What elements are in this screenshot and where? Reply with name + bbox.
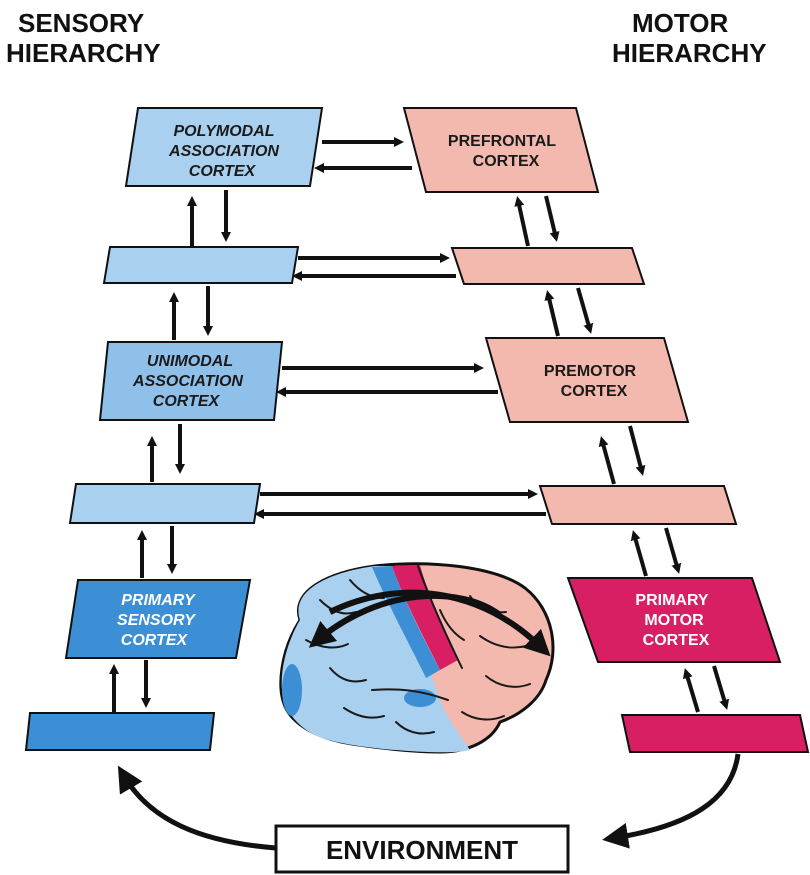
prefrontal-label-1: PREFRONTAL [448, 133, 556, 150]
brain-sulcus-3 [329, 667, 367, 683]
sensory-hierarchy-header: SENSORY HIERARCHY [6, 8, 161, 68]
primary-motor-label-3: CORTEX [643, 632, 710, 649]
brain-arrow-back-to-front [328, 589, 551, 657]
primary-sensory-cortex-box [64, 579, 252, 659]
primary-motor-label-1: PRIMARY [635, 592, 709, 609]
arrow-motor-down-2 [576, 287, 594, 334]
arrow-environment-to-sensory [117, 765, 277, 851]
brain-sulcus-5 [395, 721, 435, 735]
sensory-intermediate-box-upper [102, 246, 300, 284]
premotor-cortex-box [484, 337, 690, 423]
polymodal-label-3: CORTEX [189, 163, 257, 180]
premotor-label-2: CORTEX [561, 383, 628, 400]
brain-sulcus-1 [319, 599, 357, 615]
arrow-motor-down-4 [664, 527, 682, 574]
brain-sulcus-10 [439, 609, 465, 641]
environment-label: ENVIRONMENT [326, 835, 518, 865]
unimodal-association-cortex-box [98, 341, 284, 421]
brain-visual-area [282, 664, 302, 716]
primary-sensory-label-1: PRIMARY [121, 592, 196, 609]
brain-illustration [279, 562, 555, 754]
brain-sulcus-9 [461, 711, 505, 721]
primary-sensory-label-2: SENSORY [117, 612, 196, 629]
polymodal-label-2: ASSOCIATION [168, 143, 279, 160]
arrow-motor-up-2 [544, 290, 560, 337]
primary-motor-cortex-box [566, 577, 782, 663]
premotor-label-1: PREMOTOR [544, 363, 637, 380]
motor-hierarchy-header: MOTOR HIERARCHY [612, 8, 767, 68]
brain-sulcus-8 [485, 675, 531, 688]
arrow-motor-down-5 [712, 665, 730, 710]
unimodal-label-2: ASSOCIATION [132, 373, 243, 390]
arrow-motor-up-3 [598, 436, 616, 485]
arrow-motor-up-4 [630, 530, 648, 577]
motor-effector-box [620, 714, 810, 753]
brain-lateral-sulcus [371, 688, 449, 701]
primary-sensory-label-3: CORTEX [121, 632, 189, 649]
sensory-intermediate-box-lower [68, 483, 262, 524]
arrow-motor-down-1 [544, 195, 560, 242]
sensory-header-line2: HIERARCHY [6, 38, 161, 68]
arrow-motor-to-environment [602, 753, 741, 849]
prefrontal-label-2: CORTEX [473, 153, 540, 170]
brain-sulcus-4 [343, 707, 385, 719]
motor-intermediate-box-upper [450, 247, 646, 285]
environment-box-frame [274, 824, 570, 874]
arrow-motor-up-1 [514, 196, 530, 247]
arrow-motor-up-5 [682, 668, 700, 713]
motor-intermediate-box-lower [538, 485, 738, 525]
environment-box: ENVIRONMENT [274, 824, 570, 874]
unimodal-label-3: CORTEX [153, 393, 221, 410]
primary-motor-label-2: MOTOR [644, 612, 704, 629]
motor-header-line2: HIERARCHY [612, 38, 767, 68]
polymodal-label-1: POLYMODAL [173, 123, 274, 140]
motor-header-line1: MOTOR [632, 8, 729, 38]
arrow-motor-down-3 [628, 425, 646, 476]
brain-sulcus-7 [479, 635, 527, 649]
polymodal-association-cortex-box [124, 107, 324, 187]
sensory-header-line1: SENSORY [18, 8, 144, 38]
unimodal-label-1: UNIMODAL [147, 353, 233, 370]
brain-central-sulcus [417, 565, 463, 669]
sensory-receptor-box [24, 712, 216, 751]
prefrontal-cortex-box [402, 107, 600, 193]
